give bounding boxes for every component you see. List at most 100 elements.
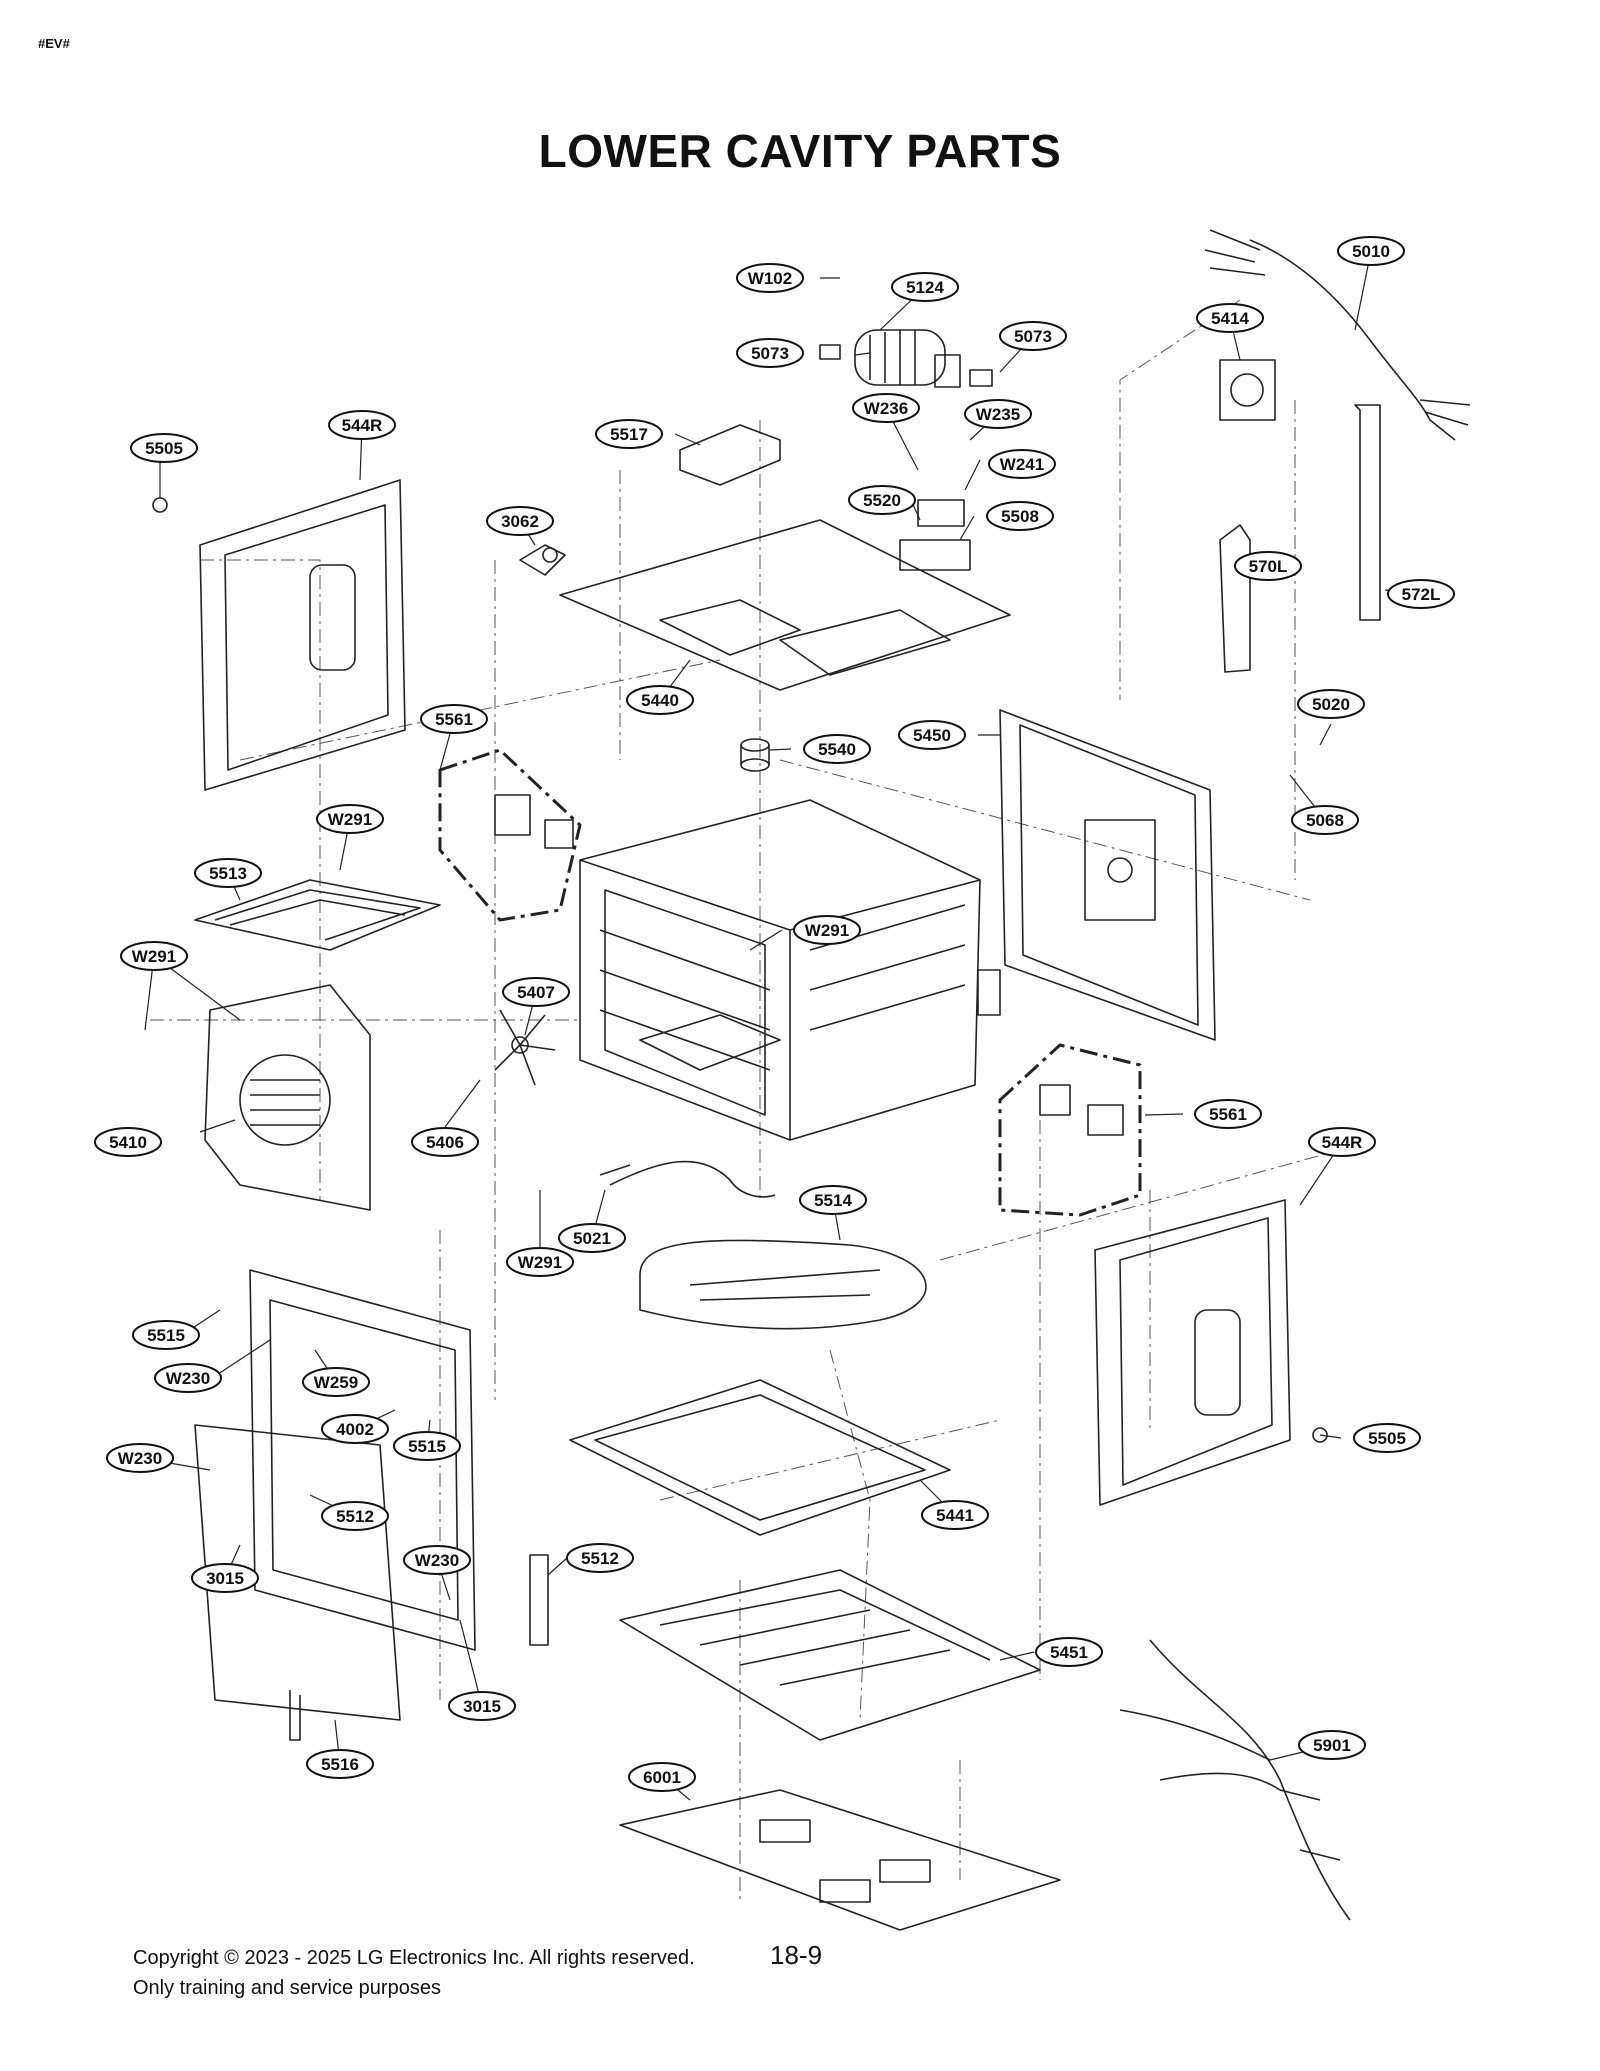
callout-5515: 5515 [393, 1431, 461, 1461]
callout-bubble [803, 734, 871, 764]
callout-label: 3015 [463, 1697, 501, 1716]
callout-bubble [1291, 805, 1359, 835]
callout-label: 5513 [209, 864, 247, 883]
part-5561-lower-detail [1039, 1084, 1124, 1136]
callout-bubble [799, 1185, 867, 1215]
callout-label: 5406 [426, 1133, 464, 1152]
callout-5068: 5068 [1291, 805, 1359, 835]
callout-label: W102 [748, 269, 792, 288]
callout-bubble [328, 410, 396, 440]
callout-3015: 3015 [448, 1691, 516, 1721]
callout-bubble [1196, 303, 1264, 333]
terminal-blocks [899, 499, 971, 571]
wire-harness-5010 [1204, 229, 1471, 441]
callout-label: 5508 [1001, 507, 1039, 526]
callout-label: 3015 [206, 1569, 244, 1588]
callout-label: 572L [1402, 585, 1441, 604]
callout-w230: W230 [403, 1545, 471, 1575]
callout-bubble [898, 720, 966, 750]
callout-5513: 5513 [194, 858, 262, 888]
callout-label: 5512 [581, 1549, 619, 1568]
callout-bubble [191, 1563, 259, 1593]
callout-w291: W291 [316, 804, 384, 834]
callout-bubble [1387, 579, 1455, 609]
callout-570l: 570L [1234, 551, 1302, 581]
callout-w291: W291 [506, 1247, 574, 1277]
callout-label: 5441 [936, 1506, 974, 1525]
callout-bubble [626, 685, 694, 715]
callout-5010: 5010 [1337, 236, 1405, 266]
callout-bubble [321, 1501, 389, 1531]
callout-bubble [1298, 1730, 1366, 1760]
callout-label: 544R [342, 416, 383, 435]
assembly-guide-lines [150, 299, 1341, 1900]
callout-bubble [558, 1223, 626, 1253]
callout-6001: 6001 [628, 1762, 696, 1792]
side-panel-544r-left [152, 479, 406, 791]
callout-bubble [316, 804, 384, 834]
callout-bubble [302, 1367, 370, 1397]
callout-3015: 3015 [191, 1563, 259, 1593]
callout-label: W230 [166, 1369, 210, 1388]
callout-bubble [628, 1762, 696, 1792]
callout-label: 5068 [1306, 811, 1344, 830]
callout-w241: W241 [988, 449, 1056, 479]
callout-5505: 5505 [130, 433, 198, 463]
callout-label: 5561 [1209, 1105, 1247, 1124]
callout-label: W230 [118, 1449, 162, 1468]
callout-5124: 5124 [891, 272, 959, 302]
callout-bubble [852, 393, 920, 423]
heater-5513 [194, 879, 441, 951]
callout-5508: 5508 [986, 501, 1054, 531]
callout-bubble [793, 915, 861, 945]
page-number: 18-9 [770, 1940, 823, 1970]
callout-bubble [595, 419, 663, 449]
callout-5901: 5901 [1298, 1730, 1366, 1760]
leader-lines [139, 250, 1422, 1801]
callout-bubble [106, 1443, 174, 1473]
callout-5516: 5516 [306, 1749, 374, 1779]
callout-5406: 5406 [411, 1127, 479, 1157]
callout-w259: W259 [302, 1367, 370, 1397]
callout-label: 5505 [145, 439, 183, 458]
document-tag: #EV# [38, 36, 70, 51]
callout-bubble [1337, 236, 1405, 266]
callout-label: W236 [864, 399, 908, 418]
callout-5540: 5540 [803, 734, 871, 764]
tray-5441 [569, 1379, 951, 1536]
callout-label: W230 [415, 1551, 459, 1570]
callout-label: 5021 [573, 1229, 611, 1248]
callout-bubble [1194, 1099, 1262, 1129]
part-5561-upper-detail [494, 794, 574, 849]
callout-bubble [1035, 1637, 1103, 1667]
page-title: LOWER CAVITY PARTS [538, 125, 1062, 177]
callout-bubble [411, 1127, 479, 1157]
callout-label: W259 [314, 1373, 358, 1392]
callout-label: 5010 [1352, 242, 1390, 261]
callout-label: 5451 [1050, 1643, 1088, 1662]
callout-label: 5124 [906, 278, 944, 297]
callout-bubble [486, 506, 554, 536]
callout-bubble [1297, 689, 1365, 719]
callout-w291: W291 [120, 941, 188, 971]
callout-bubble [986, 501, 1054, 531]
callout-5410: 5410 [94, 1127, 162, 1157]
callout-bubble [988, 449, 1056, 479]
callout-bubble [736, 263, 804, 293]
callout-label: 5505 [1368, 1429, 1406, 1448]
callout-bubble [964, 399, 1032, 429]
switch-3062 [519, 544, 566, 576]
front-frame [249, 1269, 476, 1651]
callout-label: 5540 [818, 740, 856, 759]
part-5414 [1219, 359, 1276, 421]
callout-label: 5512 [336, 1507, 374, 1526]
back-panel-5450 [999, 709, 1216, 1041]
fan-cover-5410 [204, 984, 371, 1211]
callout-label: 4002 [336, 1420, 374, 1439]
callout-label: W291 [328, 810, 372, 829]
callout-5073: 5073 [736, 338, 804, 368]
callout-572l: 572L [1387, 579, 1455, 609]
callout-w230: W230 [106, 1443, 174, 1473]
callout-bubble [848, 485, 916, 515]
callout-label: 5561 [435, 710, 473, 729]
